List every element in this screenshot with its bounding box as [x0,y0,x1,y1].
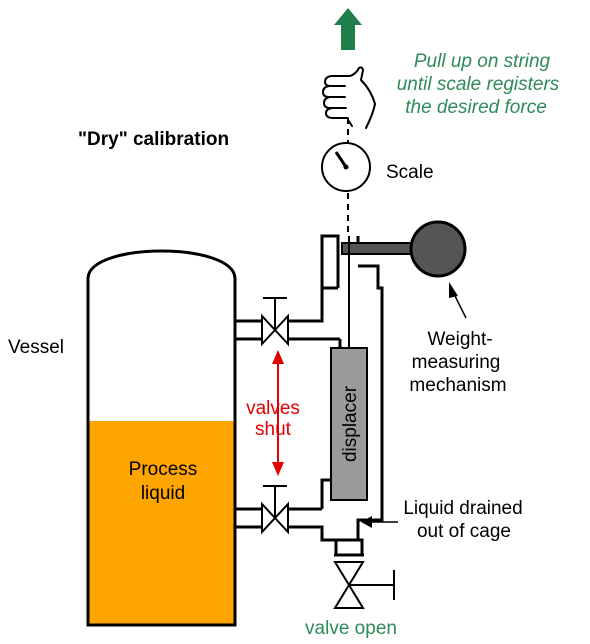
diagram-title: "Dry" calibration [78,129,229,150]
instruction-text: Pull up on string until scale registers … [397,51,560,118]
liquid-drained-label-2: out of cage [417,521,511,542]
valves-shut-arrow [272,350,284,476]
displacer: displacer [330,236,368,501]
drain-valve [333,553,395,609]
valve-open-label: valve open [305,618,397,639]
mechanism-pointer-arrow [449,282,467,319]
vessel-label: Vessel [8,337,64,358]
liquid-drained-label-1: Liquid drained [403,498,522,519]
process-liquid-label-2: liquid [141,483,185,504]
valves-shut-label-2: shut [255,419,292,440]
hand-icon [322,66,376,129]
upper-pipe [235,286,340,341]
weight-mechanism-label-3: mechanism [409,375,506,396]
lower-pipe [235,507,340,542]
weight-mechanism [341,220,467,278]
scale-label: Scale [386,162,434,183]
process-liquid [88,421,235,625]
instruction-line-3: the desired force [405,97,547,118]
weight-mechanism-label-1: Weight- [427,329,492,350]
vessel [86,249,237,627]
weight-mechanism-label-2: measuring [412,352,501,373]
process-liquid-label-1: Process [129,459,198,480]
displacer-label: displacer [340,385,361,462]
instruction-line-2: until scale registers [397,74,560,95]
lower-valve [261,485,289,535]
scale-dial-icon [321,142,371,192]
upper-valve [261,297,289,347]
instruction-line-1: Pull up on string [414,51,551,72]
drain-pointer-arrow [361,516,398,528]
valves-shut-label-1: valves [246,398,300,419]
up-arrow-icon [334,8,362,50]
